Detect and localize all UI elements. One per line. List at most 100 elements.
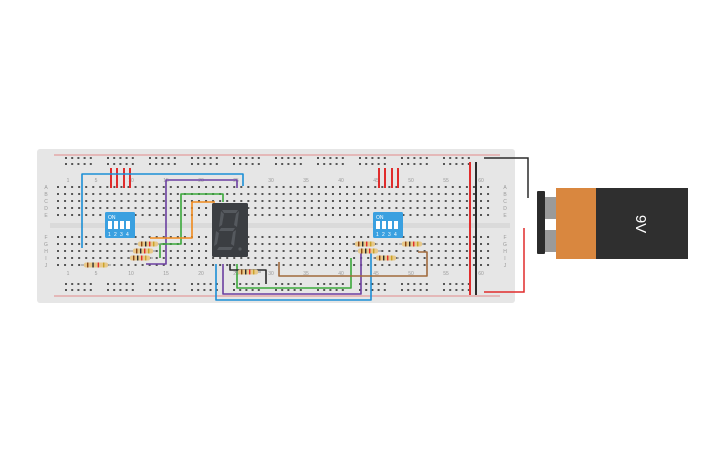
- breadboard-hole[interactable]: [360, 214, 363, 216]
- rail-hole[interactable]: [233, 283, 235, 285]
- breadboard-hole[interactable]: [367, 200, 370, 202]
- breadboard-hole[interactable]: [148, 214, 151, 216]
- rail-hole[interactable]: [449, 289, 452, 291]
- breadboard-hole[interactable]: [71, 207, 74, 209]
- rail-hole[interactable]: [65, 283, 67, 285]
- wire-green-bottom[interactable]: [236, 258, 352, 289]
- breadboard-hole[interactable]: [226, 186, 229, 188]
- breadboard-hole[interactable]: [289, 250, 292, 252]
- breadboard-hole[interactable]: [472, 250, 475, 252]
- breadboard-hole[interactable]: [141, 186, 144, 188]
- breadboard-hole[interactable]: [430, 257, 433, 259]
- breadboard-hole[interactable]: [57, 193, 59, 195]
- breadboard-hole[interactable]: [367, 264, 370, 266]
- breadboard-hole[interactable]: [381, 200, 384, 202]
- breadboard-hole[interactable]: [113, 186, 116, 188]
- breadboard-hole[interactable]: [162, 186, 165, 188]
- breadboard-hole[interactable]: [113, 264, 116, 266]
- rail-hole[interactable]: [293, 283, 296, 285]
- breadboard-hole[interactable]: [148, 264, 151, 266]
- rail-hole[interactable]: [419, 157, 422, 159]
- breadboard-hole[interactable]: [176, 257, 179, 259]
- breadboard-hole[interactable]: [176, 236, 179, 238]
- breadboard-hole[interactable]: [261, 193, 264, 195]
- breadboard-hole[interactable]: [219, 186, 222, 188]
- breadboard-hole[interactable]: [268, 186, 271, 188]
- breadboard-hole[interactable]: [451, 214, 454, 216]
- rail-hole[interactable]: [245, 289, 248, 291]
- breadboard-hole[interactable]: [78, 214, 81, 216]
- breadboard-hole[interactable]: [198, 236, 200, 238]
- rail-hole[interactable]: [293, 157, 296, 159]
- breadboard-hole[interactable]: [282, 236, 285, 238]
- breadboard-hole[interactable]: [127, 264, 130, 266]
- breadboard-hole[interactable]: [289, 243, 292, 245]
- breadboard-hole[interactable]: [134, 236, 137, 238]
- rail-hole[interactable]: [167, 157, 170, 159]
- rail-hole[interactable]: [383, 163, 386, 165]
- breadboard-hole[interactable]: [113, 243, 116, 245]
- breadboard-hole[interactable]: [205, 250, 208, 252]
- breadboard-hole[interactable]: [155, 236, 158, 238]
- rail-hole[interactable]: [371, 283, 374, 285]
- breadboard-hole[interactable]: [324, 264, 327, 266]
- breadboard-hole[interactable]: [92, 214, 95, 216]
- rail-hole[interactable]: [401, 283, 403, 285]
- rail-hole[interactable]: [401, 163, 403, 165]
- breadboard-hole[interactable]: [331, 236, 334, 238]
- breadboard-hole[interactable]: [423, 236, 426, 238]
- breadboard-hole[interactable]: [205, 214, 208, 216]
- rail-hole[interactable]: [323, 157, 326, 159]
- breadboard-hole[interactable]: [339, 207, 341, 209]
- breadboard-hole[interactable]: [324, 214, 327, 216]
- breadboard-hole[interactable]: [339, 243, 341, 245]
- breadboard-hole[interactable]: [120, 243, 123, 245]
- breadboard-hole[interactable]: [346, 200, 349, 202]
- breadboard-hole[interactable]: [472, 193, 475, 195]
- breadboard-hole[interactable]: [437, 257, 440, 259]
- breadboard-hole[interactable]: [106, 207, 109, 209]
- breadboard-hole[interactable]: [85, 243, 88, 245]
- breadboard-hole[interactable]: [64, 257, 67, 259]
- breadboard-hole[interactable]: [416, 257, 419, 259]
- breadboard-hole[interactable]: [395, 264, 398, 266]
- breadboard-hole[interactable]: [212, 186, 215, 188]
- breadboard-hole[interactable]: [317, 193, 320, 195]
- breadboard-hole[interactable]: [381, 250, 384, 252]
- breadboard-hole[interactable]: [423, 193, 426, 195]
- breadboard-hole[interactable]: [134, 186, 137, 188]
- breadboard-hole[interactable]: [360, 193, 363, 195]
- rail-hole[interactable]: [77, 157, 80, 159]
- breadboard-hole[interactable]: [303, 186, 306, 188]
- breadboard-hole[interactable]: [198, 264, 200, 266]
- rail-hole[interactable]: [365, 157, 368, 159]
- breadboard-hole[interactable]: [162, 200, 165, 202]
- breadboard-hole[interactable]: [92, 207, 95, 209]
- breadboard-hole[interactable]: [487, 264, 490, 266]
- breadboard-hole[interactable]: [353, 193, 356, 195]
- breadboard-hole[interactable]: [374, 200, 377, 202]
- breadboard-hole[interactable]: [296, 214, 299, 216]
- breadboard-hole[interactable]: [71, 257, 74, 259]
- rail-hole[interactable]: [119, 157, 122, 159]
- breadboard-hole[interactable]: [169, 193, 172, 195]
- rail-hole[interactable]: [239, 283, 242, 285]
- rail-hole[interactable]: [197, 163, 200, 165]
- rail-hole[interactable]: [107, 289, 109, 291]
- breadboard-hole[interactable]: [317, 243, 320, 245]
- breadboard-hole[interactable]: [430, 186, 433, 188]
- red-jumper-group-left[interactable]: [110, 168, 131, 188]
- breadboard-hole[interactable]: [289, 236, 292, 238]
- breadboard-hole[interactable]: [430, 243, 433, 245]
- breadboard-hole[interactable]: [423, 214, 426, 216]
- breadboard-hole[interactable]: [437, 243, 440, 245]
- breadboard-hole[interactable]: [162, 214, 165, 216]
- breadboard-hole[interactable]: [339, 236, 341, 238]
- breadboard-hole[interactable]: [113, 200, 116, 202]
- breadboard-hole[interactable]: [71, 214, 74, 216]
- breadboard-hole[interactable]: [233, 186, 236, 188]
- breadboard-hole[interactable]: [303, 264, 306, 266]
- rail-hole[interactable]: [245, 283, 248, 285]
- breadboard-hole[interactable]: [402, 250, 405, 252]
- breadboard-hole[interactable]: [92, 236, 95, 238]
